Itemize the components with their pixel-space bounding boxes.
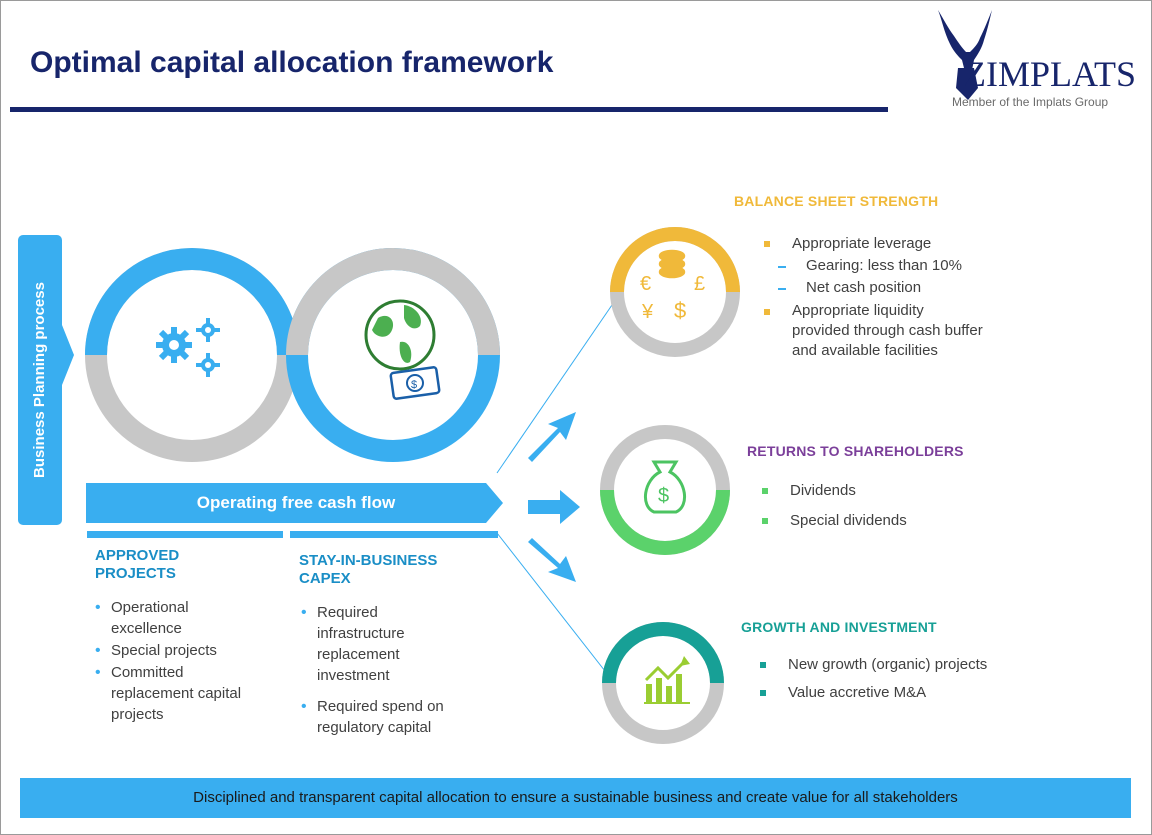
- sib-heading-line1: STAY-IN-BUSINESS: [299, 552, 438, 569]
- money-bag-icon: $: [644, 460, 686, 514]
- approved-heading: APPROVED PROJECTS: [95, 547, 179, 583]
- logo-tagline: Member of the Implats Group: [952, 95, 1108, 109]
- antelope-logo-icon: [938, 10, 992, 100]
- sib-rule: [290, 531, 498, 538]
- operations-ring: [85, 248, 299, 462]
- list-subitem: Gearing: less than 10%: [762, 255, 1042, 277]
- connector-lines: [496, 304, 613, 681]
- approved-heading-line2: PROJECTS: [95, 565, 176, 582]
- returns-ring: [600, 425, 730, 555]
- list-subitem: Net cash position: [762, 277, 1042, 299]
- arrow-right-icon: [528, 412, 580, 582]
- growth-ring: [602, 622, 724, 744]
- page-title: Optimal capital allocation framework: [30, 46, 554, 79]
- svg-text:€: €: [640, 273, 651, 295]
- returns-list: Dividends Special dividends: [760, 476, 1000, 536]
- sib-heading-line2: CAPEX: [299, 570, 351, 587]
- list-item: Value accretive M&A: [758, 679, 1038, 707]
- balance-list: Appropriate leverage Gearing: less than …: [762, 233, 1042, 361]
- svg-text:£: £: [694, 273, 705, 295]
- growth-list: New growth (organic) projects Value accr…: [758, 651, 1038, 707]
- currency-coins-icon: € £ ¥ $: [640, 249, 705, 323]
- business-planning-arrow: [62, 325, 74, 385]
- svg-text:¥: ¥: [641, 301, 654, 323]
- cash-flow-label: Operating free cash flow: [196, 493, 396, 512]
- cash-ring: [286, 248, 500, 462]
- balance-heading: BALANCE SHEET STRENGTH: [734, 193, 939, 209]
- logo-wordmark: ZIMPLATS: [964, 54, 1136, 94]
- footer-banner: Disciplined and transparent capital allo…: [20, 778, 1131, 818]
- title-underline: [10, 107, 888, 112]
- sib-heading: STAY-IN-BUSINESS CAPEX: [299, 552, 437, 588]
- business-planning-tab: [18, 235, 62, 525]
- approved-heading-line1: APPROVED: [95, 547, 180, 564]
- cash-flow-arrow: [86, 483, 503, 523]
- list-item: New growth (organic) projects: [758, 651, 1038, 679]
- growth-chart-icon: [644, 656, 690, 704]
- svg-text:$: $: [674, 298, 686, 323]
- list-item: Appropriate leverage: [762, 233, 1042, 255]
- list-item: Requiredinfrastructurereplacementinvestm…: [299, 602, 499, 686]
- svg-text:$: $: [658, 485, 669, 507]
- list-item: Special dividends: [760, 506, 1000, 536]
- sib-list: Requiredinfrastructurereplacementinvestm…: [299, 602, 499, 739]
- returns-heading: RETURNS TO SHAREHOLDERS: [747, 443, 964, 459]
- company-logo: ZIMPLATS Member of the Implats Group: [938, 10, 1136, 109]
- globe-money-icon: $: [364, 299, 441, 400]
- growth-heading: GROWTH AND INVESTMENT: [741, 619, 937, 635]
- gears-icon: [156, 318, 220, 377]
- balance-sheet-ring: [610, 227, 740, 357]
- approved-rule: [87, 531, 283, 538]
- list-item: Special projects: [93, 640, 283, 661]
- list-item: Dividends: [760, 476, 1000, 506]
- svg-text:$: $: [411, 379, 417, 391]
